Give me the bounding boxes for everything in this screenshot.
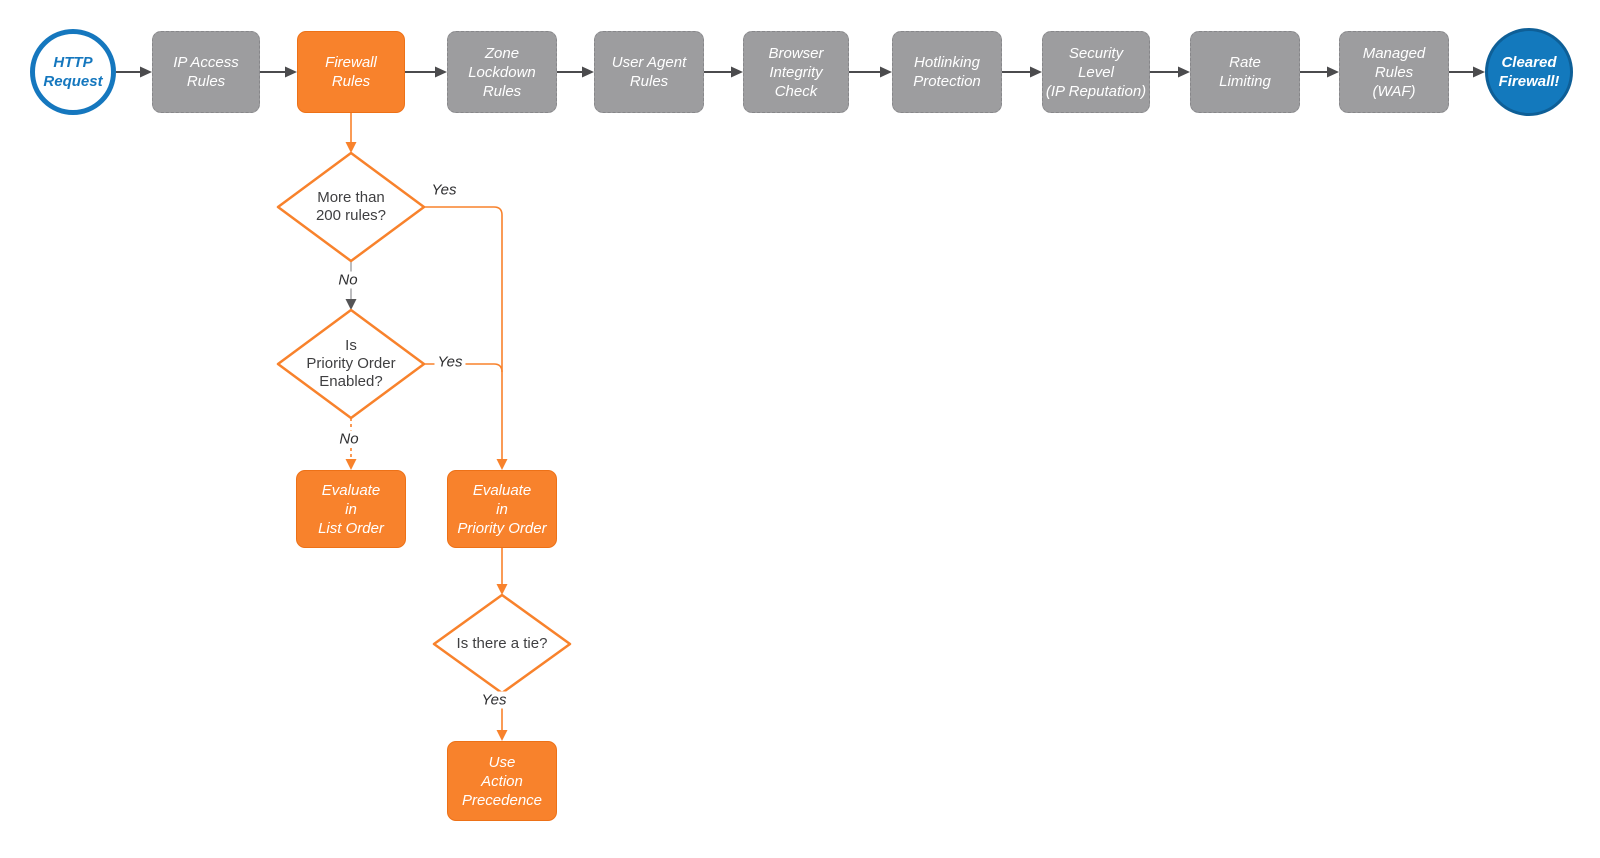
edge-morethan200-yes-to-evaluatepriority [424,206,508,470]
node-security-level: Security Level (IP Reputation) [1042,31,1150,113]
edge-label-yes-more-than-200: Yes [428,181,460,199]
edge-label-yes-priority-enabled: Yes [434,353,466,371]
decision-label-is-there-a-tie: Is there a tie? [456,635,548,652]
edge-useragent-to-browserintegrity [704,66,743,78]
edge-firewallrules-to-morethan200 [345,113,357,153]
edge-browserintegrity-to-hotlinking [849,66,892,78]
decision-priority-order-enabled [276,308,426,420]
edge-priorityenabled-yes-to-evaluatepriority [424,363,503,373]
node-http-request: HTTP Request [30,29,116,115]
decision-more-than-200-rules [276,151,426,263]
edge-ipaccess-to-firewallrules [260,66,297,78]
edge-securitylevel-to-ratelimiting [1150,66,1190,78]
node-browser-integrity-check: Browser Integrity Check [743,31,849,113]
edge-label-yes-is-there-tie: Yes [478,691,510,709]
decision-label-more-than-200-rules: More than 200 rules? [315,189,387,224]
edge-evaluatepriority-to-istheretie [496,548,508,595]
edge-ratelimiting-to-managedrules [1300,66,1339,78]
edge-label-no-more-than-200: No [335,271,361,289]
edge-firewallrules-to-zonelockdown [405,66,447,78]
node-ip-access-rules: IP Access Rules [152,31,260,113]
node-evaluate-in-list-order: Evaluate in List Order [296,470,406,548]
node-use-action-precedence: Use Action Precedence [447,741,557,821]
node-zone-lockdown-rules: Zone Lockdown Rules [447,31,557,113]
node-evaluate-in-priority-order: Evaluate in Priority Order [447,470,557,548]
node-rate-limiting: Rate Limiting [1190,31,1300,113]
node-managed-rules-waf: Managed Rules (WAF) [1339,31,1449,113]
decision-label-priority-order-enabled: Is Priority Order Enabled? [306,337,396,390]
node-cleared-firewall: Cleared Firewall! [1485,28,1573,116]
edge-label-no-priority-enabled: No [336,430,362,448]
edge-hotlinking-to-securitylevel [1002,66,1042,78]
node-hotlinking-protection: Hotlinking Protection [892,31,1002,113]
edge-managedrules-to-clearedfirewall [1449,66,1485,78]
edge-zonelockdown-to-useragent [557,66,594,78]
node-firewall-rules: Firewall Rules [297,31,405,113]
edge-httprequest-to-ipaccess [116,66,152,78]
node-user-agent-rules: User Agent Rules [594,31,704,113]
